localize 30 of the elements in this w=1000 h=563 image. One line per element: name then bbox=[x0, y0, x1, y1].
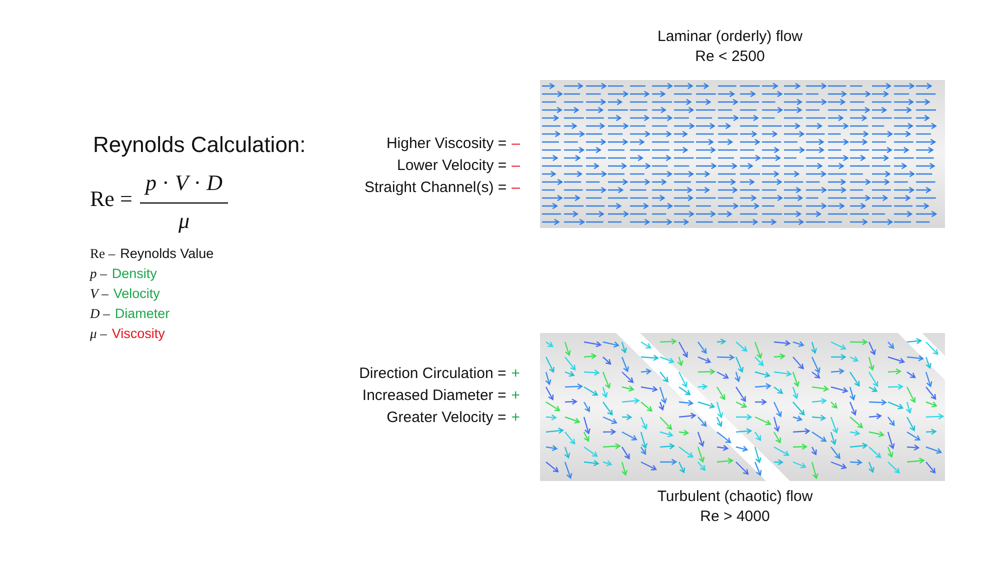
sign-text: + bbox=[511, 365, 520, 382]
heading: Reynolds Calculation: bbox=[93, 132, 306, 158]
variable-name: Density bbox=[112, 266, 157, 281]
variable-name: Diameter bbox=[114, 306, 170, 321]
variable-name: Viscosity bbox=[112, 326, 165, 341]
formula-numerator: p · V · D bbox=[146, 170, 222, 196]
symbol-text: D – bbox=[90, 306, 110, 322]
formula-text: Re = bbox=[90, 186, 132, 212]
symbol-text: V – bbox=[90, 286, 108, 302]
factor-label: Direction Circulation = bbox=[359, 365, 506, 382]
flow-caption: Re < 2500 bbox=[695, 48, 765, 66]
sign-text: – bbox=[512, 179, 520, 196]
flow-caption: Turbulent (chaotic) flow bbox=[657, 488, 813, 506]
factor-label: Higher Viscosity = bbox=[386, 135, 507, 152]
factor-label: Lower Velocity = bbox=[397, 157, 507, 174]
sign-text: – bbox=[512, 135, 520, 152]
symbol-text: Re – bbox=[90, 246, 116, 262]
flow-caption: Laminar (orderly) flow bbox=[657, 28, 803, 46]
formula-denominator: μ bbox=[178, 208, 190, 234]
sign-text: + bbox=[511, 409, 520, 426]
symbol-text: μ – bbox=[90, 326, 107, 342]
symbol-text: p – bbox=[90, 266, 107, 282]
sign-text: – bbox=[512, 157, 520, 174]
factor-label: Greater Velocity = bbox=[386, 409, 506, 426]
variable-name: Velocity bbox=[113, 286, 160, 301]
factor-label: Increased Diameter = bbox=[362, 387, 506, 404]
variable-name: Reynolds Value bbox=[120, 246, 214, 261]
sign-text: + bbox=[511, 387, 520, 404]
flow-caption: Re > 4000 bbox=[700, 508, 770, 526]
factor-label: Straight Channel(s) = bbox=[364, 179, 507, 196]
